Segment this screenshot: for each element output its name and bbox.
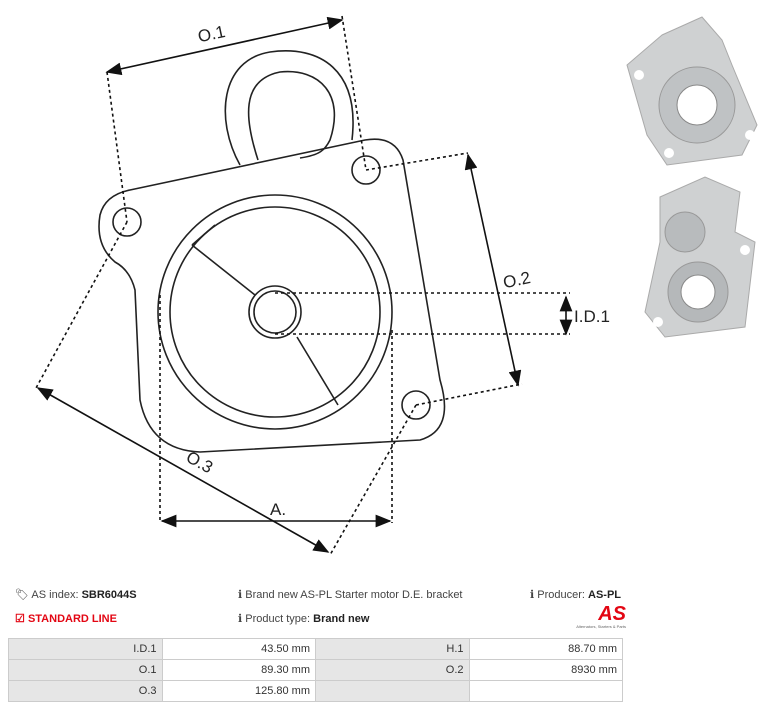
dim-o3 xyxy=(36,387,330,553)
sector-line xyxy=(191,224,339,406)
inner-ring xyxy=(169,206,381,418)
product-photo-back xyxy=(644,176,756,338)
outer-ring xyxy=(157,194,393,430)
info-icon: ℹ︎ xyxy=(530,589,535,601)
technical-drawing: O.1 O.2 O.3 I.D.1 A. xyxy=(35,15,610,556)
label-o1: O.1 xyxy=(196,22,227,46)
description: ℹ︎ Brand new AS-PL Starter motor D.E. br… xyxy=(238,589,463,601)
tag-icon: 🏷︎ xyxy=(15,589,29,601)
product-photo-front xyxy=(626,16,758,166)
producer: ℹ︎ Producer: AS-PL xyxy=(530,589,622,601)
as-index: 🏷︎ AS index: SBR6044S xyxy=(15,589,137,601)
as-index-value: SBR6044S xyxy=(81,589,137,601)
mount-hole-top xyxy=(351,155,381,185)
checkbox-icon: ☑ xyxy=(15,613,25,625)
as-pl-logo: AS Alternators, Starters & Parts xyxy=(576,603,626,629)
mount-hole-bottom xyxy=(401,390,431,420)
bracket-outline xyxy=(98,138,446,453)
info-icon: ℹ︎ xyxy=(238,589,243,601)
label-o2: O.2 xyxy=(501,268,532,292)
mount-hole-left xyxy=(112,207,142,237)
info-icon: ℹ︎ xyxy=(238,613,243,625)
product-type: ℹ︎ Product type: Brand new xyxy=(238,613,370,625)
label-id1: I.D.1 xyxy=(574,307,610,326)
standard-line-badge: ☑ STANDARD LINE xyxy=(15,613,117,625)
dim-o2 xyxy=(464,153,522,387)
bracket-top-loop-inner xyxy=(247,70,336,161)
dim-o1 xyxy=(105,16,344,76)
label-a: A. xyxy=(270,500,286,519)
hub-outer xyxy=(248,285,302,339)
hub-inner xyxy=(253,290,297,334)
